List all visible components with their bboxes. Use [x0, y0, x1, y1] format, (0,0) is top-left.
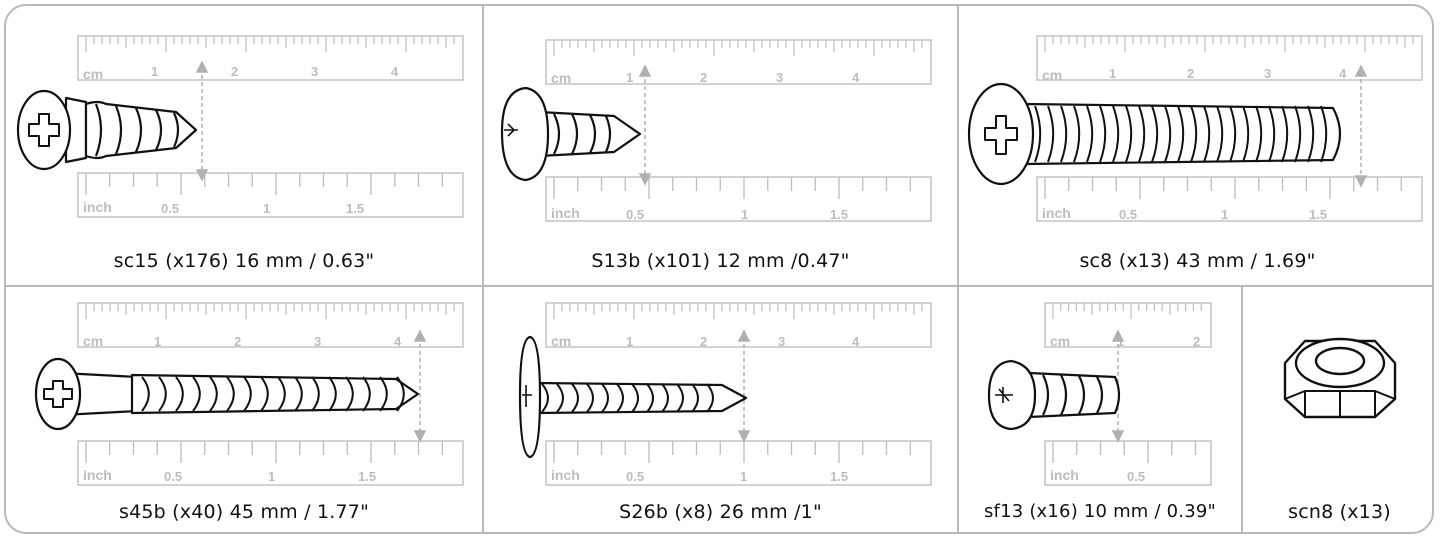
- inch-ruler: [1044, 440, 1212, 486]
- cm-unit-label: cm: [1050, 333, 1070, 349]
- cm-tick-label: 4: [394, 334, 402, 349]
- cm-unit-label: cm: [551, 70, 571, 86]
- inch-unit-label: inch: [551, 467, 580, 483]
- inch-tick-label: 0.5: [164, 469, 182, 484]
- cm-tick-label: 3: [778, 334, 785, 349]
- inch-tick-label: 1: [741, 207, 748, 222]
- column-divider: [1241, 287, 1243, 532]
- cm-tick-label: 3: [314, 334, 321, 349]
- inch-unit-label: inch: [551, 205, 580, 221]
- inch-tick-label: 1: [263, 201, 270, 216]
- inch-ruler: [1036, 176, 1423, 222]
- phillips-round-head-screw-icon: cm 1 2 3 4 inch 0.5 1 1.5: [500, 39, 932, 222]
- column-divider: [957, 287, 959, 532]
- inch-tick-label: 0.5: [626, 469, 644, 484]
- inch-tick-label: 1.5: [1309, 207, 1327, 222]
- cm-tick-label: 1: [151, 64, 158, 79]
- cm-tick-label: 2: [1187, 66, 1194, 81]
- cm-tick-label: 1: [626, 334, 633, 349]
- item-caption: sc8 (x13) 43 mm / 1.69": [1079, 250, 1316, 272]
- item-caption: S13b (x101) 12 mm /0.47": [591, 250, 850, 272]
- item-caption: sf13 (x16) 10 mm / 0.39": [983, 501, 1217, 522]
- cm-ruler: [77, 35, 464, 81]
- cm-tick-label: 3: [1264, 66, 1271, 81]
- inch-tick-label: 0.5: [626, 207, 644, 222]
- phillips-wafer-head-screw-icon: cm 1 2 3 4 inch 0.5 1 1.5: [518, 302, 932, 486]
- inch-tick-label: 0.5: [161, 201, 179, 216]
- hardware-item-S26b: cm 1 2 3 4 inch 0.5 1 1.5 S26b (x8) 26 m…: [484, 287, 957, 532]
- inch-tick-label: 1: [268, 469, 275, 484]
- inch-tick-label: 1.5: [358, 469, 376, 484]
- inch-tick-label: 1.5: [346, 201, 364, 216]
- hardware-item-s45b: cm 1 2 3 4 inch 0.5 1 1.5 s45b (x40) 45 …: [6, 287, 482, 532]
- cm-tick-label: 2: [700, 334, 707, 349]
- inch-tick-label: 1: [740, 469, 747, 484]
- inch-unit-label: inch: [83, 467, 112, 483]
- cm-tick-label: 4: [1339, 66, 1347, 81]
- inch-unit-label: inch: [1042, 205, 1071, 221]
- hardware-item-S13b: cm 1 2 3 4 inch 0.5 1 1.5 S13b (x101) 12…: [484, 6, 957, 285]
- cm-tick-label: 2: [231, 64, 238, 79]
- inch-ruler: [545, 440, 932, 486]
- item-caption: s45b (x40) 45 mm / 1.77": [118, 501, 370, 523]
- phillips-flange-screw-icon: cm 1 2 inch 0.5: [987, 302, 1212, 486]
- cm-tick-label: 2: [1193, 334, 1200, 349]
- row-divider: [6, 285, 1432, 287]
- cm-tick-label: 4: [852, 70, 860, 85]
- thread-group: [141, 376, 405, 412]
- inch-unit-label: inch: [1050, 467, 1079, 483]
- thread-group: [541, 383, 714, 413]
- hardware-item-sc15: cm 1 2 3 4 inch 0.5 1 1.5 sc1: [6, 6, 482, 285]
- hardware-item-scn8: scn8 (x13): [1243, 287, 1432, 532]
- inch-tick-label: 1.5: [830, 207, 848, 222]
- column-divider: [957, 6, 959, 285]
- hardware-item-sc8: cm 1 2 3 4 inch 0.5 1 1.5 sc8 (x13) 43 m…: [959, 6, 1432, 285]
- phillips-machine-screw-icon: cm 1 2 3 4 inch 0.5 1 1.5: [967, 35, 1423, 222]
- cm-tick-label: 1: [626, 70, 633, 85]
- inch-tick-label: 0.5: [1119, 207, 1137, 222]
- phillips-pan-head-screw-icon: cm 1 2 3 4 inch 0.5 1 1.5: [16, 35, 464, 218]
- inch-ruler: [77, 440, 464, 486]
- inch-ruler: [545, 176, 932, 222]
- cm-tick-label: 3: [311, 64, 318, 79]
- cm-tick-label: 4: [852, 334, 860, 349]
- cm-unit-label: cm: [1042, 67, 1062, 83]
- inch-unit-label: inch: [83, 199, 112, 215]
- cm-unit-label: cm: [83, 333, 103, 349]
- cm-unit-label: cm: [551, 333, 571, 349]
- cm-ruler: [545, 302, 932, 348]
- hardware-sheet: cm 1 2 3 4 inch 0.5 1 1.5 sc1: [4, 4, 1434, 534]
- cm-ruler: [545, 39, 932, 85]
- cm-tick-label: 1: [154, 334, 161, 349]
- hex-nut-icon: [1283, 337, 1397, 419]
- cm-ruler: [77, 302, 464, 348]
- item-caption: S26b (x8) 26 mm /1": [619, 501, 822, 523]
- cm-ruler: [1044, 302, 1212, 348]
- phillips-wood-screw-icon: cm 1 2 3 4 inch 0.5 1 1.5: [34, 302, 464, 486]
- thread-group: [1034, 105, 1328, 163]
- item-caption: scn8 (x13): [1288, 501, 1391, 523]
- cm-tick-label: 1: [1109, 66, 1116, 81]
- cm-unit-label: cm: [83, 66, 103, 82]
- inch-ruler: [77, 172, 464, 218]
- cm-tick-label: 3: [776, 70, 783, 85]
- item-caption: sc15 (x176) 16 mm / 0.63": [113, 250, 375, 272]
- inch-tick-label: 0.5: [1127, 469, 1145, 484]
- cm-tick-label: 2: [234, 334, 241, 349]
- hardware-item-sf13: cm 1 2 inch 0.5 sf13 (x16) 10 mm / 0.39": [959, 287, 1241, 532]
- inch-tick-label: 1: [1221, 207, 1228, 222]
- inch-tick-label: 1.5: [830, 469, 848, 484]
- cm-tick-label: 4: [391, 64, 399, 79]
- cm-tick-label: 2: [700, 70, 707, 85]
- column-divider: [482, 6, 484, 532]
